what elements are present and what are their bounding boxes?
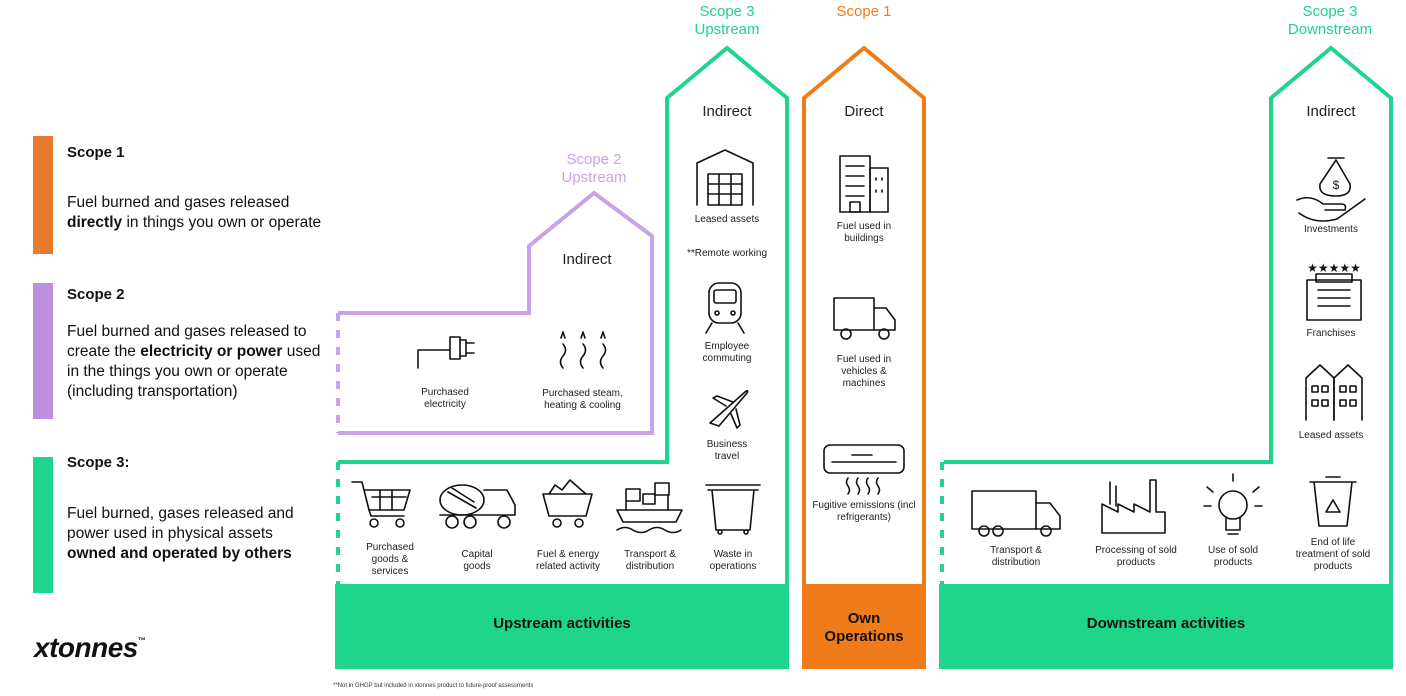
capital-goods-label: Capital goods <box>461 549 493 572</box>
xtonnes-logo: xtonnes™ <box>34 632 146 663</box>
cargo-ship-icon <box>616 482 683 534</box>
waste-operations-label: Waste in operations <box>709 549 757 572</box>
scope2-legend-title: Scope 2 <box>67 286 125 303</box>
use-sold-products-label: Use of sold products <box>1207 545 1259 568</box>
warehouse-icon <box>696 149 754 206</box>
purchased-steam-label: Purchased steam, heating & cooling <box>542 388 623 411</box>
transport-distribution-downstream-label: Transport & distribution <box>990 545 1042 568</box>
scope1-legend-desc: Fuel burned and gases released directly … <box>67 194 322 231</box>
fugitive-emissions-label: Fugitive emissions (incl refrigerants) <box>812 500 916 523</box>
dumpster-icon <box>705 484 761 535</box>
employee-commuting-label: Employee commuting <box>702 341 752 364</box>
scope3-legend-desc: Fuel burned, gases released and power us… <box>67 505 294 562</box>
downstream-activities-label: Downstream activities <box>1086 615 1246 632</box>
scope3-legend-bar <box>33 457 53 593</box>
investment-icon <box>1296 157 1366 222</box>
leased-houses-icon <box>1305 364 1363 421</box>
air-conditioner-icon <box>823 444 905 495</box>
lightbulb-icon <box>1203 473 1263 535</box>
franchise-building-icon <box>1306 273 1362 321</box>
delivery-truck-icon <box>833 297 896 340</box>
train-icon <box>705 282 745 334</box>
fuel-buildings-label: Fuel used in buildings <box>836 221 892 244</box>
scope2-outline <box>338 190 654 435</box>
purchased-goods-label: Purchased goods & services <box>366 542 414 577</box>
franchise-stars-icon: ★★★★★ <box>1307 261 1361 275</box>
scope3-legend-title: Scope 3: <box>67 454 130 471</box>
processing-sold-products-label: Processing of sold products <box>1095 545 1177 568</box>
scope1-header: Scope 1 <box>836 3 892 20</box>
plug-icon <box>417 336 475 369</box>
scope3-upstream-outline <box>338 45 789 584</box>
downstream-band <box>939 584 1393 669</box>
scope1-legend-title: Scope 1 <box>67 144 125 161</box>
investments-label: Investments <box>1304 224 1358 235</box>
leased-assets-upstream-label: Leased assets <box>694 214 760 225</box>
scope3-downstream-outline <box>944 45 1393 584</box>
transport-distribution-upstream-label: Transport & distribution <box>624 549 676 572</box>
footnote: **Not in GHGP but included in xtonnes pr… <box>333 683 534 689</box>
scope2-legend-desc: Fuel burned and gases released to create… <box>67 323 321 400</box>
fuel-energy-label: Fuel & energy related activity <box>536 549 600 572</box>
office-building-icon <box>839 155 889 213</box>
mixer-truck-icon <box>439 484 516 529</box>
coal-cart-icon <box>542 479 593 528</box>
factory-icon <box>1101 479 1166 534</box>
own-operations-band <box>802 584 926 669</box>
scope3-upstream-indirect-label: Indirect <box>702 103 752 120</box>
end-of-life-label: End of life treatment of sold products <box>1295 537 1371 572</box>
steam-icon <box>559 331 607 369</box>
upstream-activities-label: Upstream activities <box>493 615 631 632</box>
scope1-legend-bar <box>33 136 53 254</box>
upstream-band <box>335 584 789 669</box>
scope1-direct-label: Direct <box>844 103 884 120</box>
dollar-icon: $ <box>1333 178 1340 192</box>
own-operations-label: Own Operations <box>824 610 904 645</box>
purchased-electricity-label: Purchased electricity <box>421 387 469 410</box>
scope2-indirect-label: Indirect <box>562 251 612 268</box>
fuel-vehicles-label: Fuel used in vehicles & machines <box>836 354 892 389</box>
scope3-downstream-indirect-label: Indirect <box>1306 103 1356 120</box>
shopping-cart-icon <box>351 481 411 528</box>
plane-icon <box>709 389 749 429</box>
business-travel-label: Business travel <box>706 439 748 462</box>
leased-assets-downstream-label: Leased assets <box>1298 430 1364 441</box>
franchises-label: Franchises <box>1306 328 1356 339</box>
recycle-bin-icon <box>1309 476 1357 527</box>
scope2-legend-bar <box>33 283 53 419</box>
scope1-outline <box>802 45 926 584</box>
remote-working-label: **Remote working <box>686 248 768 259</box>
transport-truck-icon <box>971 490 1061 537</box>
